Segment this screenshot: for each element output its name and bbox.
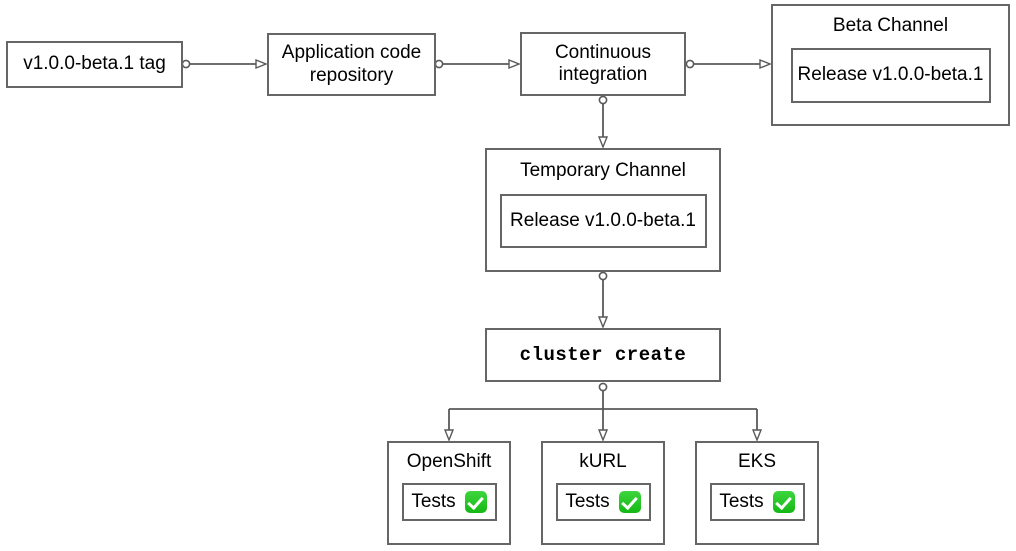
connector-repo-to-ci <box>434 60 518 67</box>
connector-cluster-create-branch <box>449 382 757 439</box>
node-beta-channel[interactable]: Beta Channel Release v1.0.0-beta.1 <box>771 4 1010 126</box>
node-temporary-channel-release-label: Release v1.0.0-beta.1 <box>510 209 696 231</box>
node-kurl[interactable]: kURL Tests <box>541 441 665 545</box>
node-openshift[interactable]: OpenShift Tests <box>387 441 511 545</box>
node-eks-tests-label: Tests <box>719 490 764 512</box>
node-eks[interactable]: EKS Tests <box>695 441 819 545</box>
node-beta-channel-release[interactable]: Release v1.0.0-beta.1 <box>790 47 991 103</box>
check-mark-button-icon <box>772 490 795 513</box>
node-cluster-create[interactable]: cluster create <box>485 328 721 382</box>
node-cluster-create-label: cluster create <box>519 343 687 366</box>
check-mark-button-icon <box>618 490 641 513</box>
openshift-tests-row: Tests <box>411 490 487 513</box>
node-kurl-tests[interactable]: Tests <box>555 482 651 521</box>
node-application-code-repository[interactable]: Application code repository <box>267 33 436 96</box>
check-mark-button-icon <box>464 490 487 513</box>
eks-tests-row: Tests <box>719 490 795 513</box>
kurl-tests-row: Tests <box>565 490 641 513</box>
node-version-tag[interactable]: v1.0.0-beta.1 tag <box>6 41 183 88</box>
node-version-tag-label: v1.0.0-beta.1 tag <box>23 53 166 75</box>
connector-temporary-channel-to-cluster-create <box>599 271 606 326</box>
connector-ci-to-beta-channel <box>685 60 769 67</box>
node-kurl-tests-label: Tests <box>565 490 610 512</box>
node-continuous-integration[interactable]: Continuous integration <box>520 32 686 96</box>
node-eks-tests[interactable]: Tests <box>709 482 805 521</box>
node-eks-title: EKS <box>737 451 777 472</box>
node-beta-channel-release-label: Release v1.0.0-beta.1 <box>797 64 984 86</box>
connector-ci-to-temporary-channel <box>599 95 606 146</box>
node-temporary-channel[interactable]: Temporary Channel Release v1.0.0-beta.1 <box>485 148 721 272</box>
node-openshift-tests[interactable]: Tests <box>401 482 497 521</box>
node-openshift-tests-label: Tests <box>411 490 456 512</box>
connector-tag-to-repo <box>181 60 265 67</box>
node-openshift-title: OpenShift <box>406 451 492 472</box>
node-application-code-repository-label: Application code repository <box>281 42 422 86</box>
node-beta-channel-title: Beta Channel <box>832 15 949 36</box>
node-kurl-title: kURL <box>579 451 627 472</box>
node-temporary-channel-release[interactable]: Release v1.0.0-beta.1 <box>499 193 707 248</box>
node-continuous-integration-label: Continuous integration <box>554 41 652 85</box>
node-temporary-channel-title: Temporary Channel <box>520 160 686 181</box>
